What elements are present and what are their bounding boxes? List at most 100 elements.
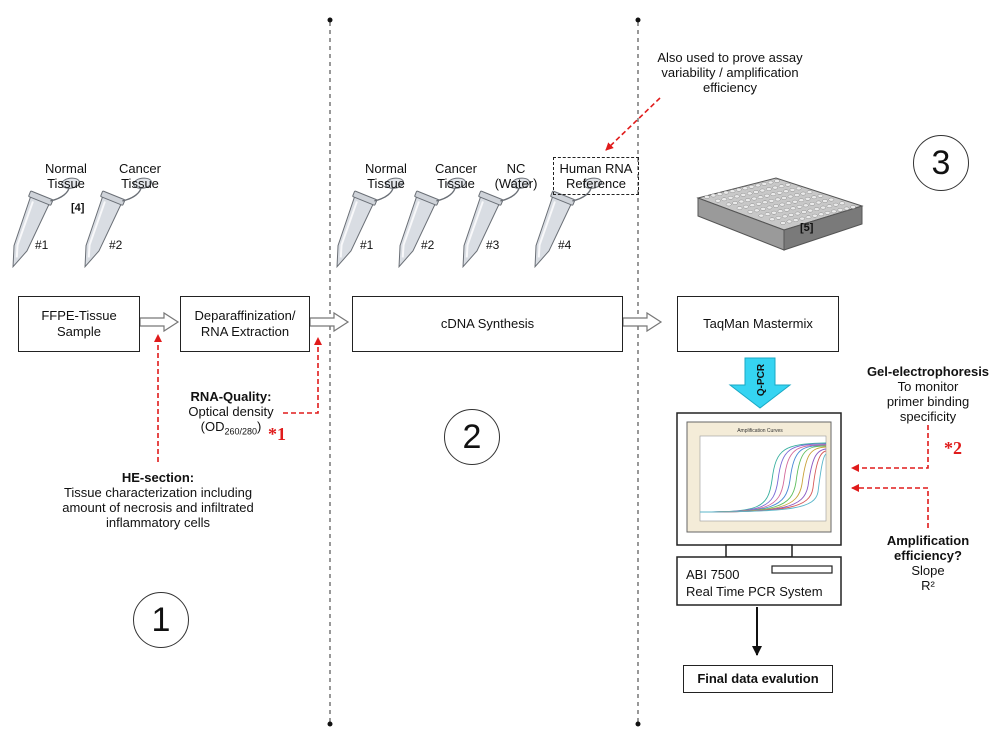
plate-well — [802, 203, 809, 208]
plate-well — [804, 196, 811, 201]
plate-well — [716, 192, 723, 196]
plate-well — [826, 204, 833, 209]
plate-well — [740, 193, 747, 197]
ref-tag-4: [4] — [71, 202, 85, 214]
gel-arrow — [851, 425, 929, 472]
plate-well — [769, 217, 775, 222]
plate-well — [805, 215, 812, 220]
arrow-extract-to-cdna — [309, 311, 350, 333]
plate-well — [785, 182, 791, 187]
plate-well — [746, 191, 753, 196]
plate-well — [817, 194, 824, 198]
plate-well — [788, 213, 795, 217]
plate-well — [824, 210, 831, 215]
plate-well — [794, 211, 801, 216]
instrument-label: ABI 7500 Real Time PCR System — [686, 567, 823, 599]
plate-well — [732, 201, 738, 205]
plate-well — [806, 190, 813, 194]
tube1-number: #1 — [35, 238, 49, 252]
plate-well — [778, 184, 785, 189]
s2-tube-1-icon — [336, 177, 404, 269]
plate-well — [723, 190, 729, 195]
plate-well — [811, 213, 818, 218]
plate-well — [753, 208, 760, 213]
plate-well — [749, 203, 756, 208]
cdna-synthesis-box: cDNA Synthesis — [352, 296, 623, 352]
plate-well — [715, 198, 721, 203]
section-dividers — [327, 17, 641, 727]
amplification-efficiency-note: Amplification efficiency? Slope R² — [886, 533, 970, 593]
plate-well — [798, 198, 805, 203]
plate-well — [800, 191, 807, 196]
plate-well — [807, 208, 814, 213]
plate-well — [843, 206, 850, 211]
plate-well — [820, 205, 826, 210]
monitor-stand — [725, 544, 793, 558]
plate-well — [747, 210, 754, 214]
phase-2-marker: 2 — [444, 409, 500, 465]
plate-well — [761, 182, 768, 186]
ref-tag-5: [5] — [800, 222, 814, 234]
reference-note: Also used to prove assay variability / a… — [657, 50, 803, 95]
plate-well — [736, 206, 743, 210]
taqman-mastermix-box: TaqMan Mastermix — [677, 296, 839, 352]
plate-well — [793, 193, 800, 197]
qpcr-label: Q-PCR — [756, 363, 767, 396]
plate-well — [738, 199, 745, 204]
plate-well — [727, 195, 734, 200]
plate-well — [762, 200, 768, 205]
plot-area — [699, 435, 827, 522]
plate-well — [770, 192, 777, 197]
s2-tube1-number: #1 — [360, 238, 374, 252]
s2-tube-2-icon — [398, 177, 466, 269]
plate-well — [779, 202, 786, 207]
plate-well — [764, 212, 771, 216]
plate-well — [764, 193, 770, 198]
instrument-slot — [771, 565, 833, 574]
final-data-box: Final data evalution — [683, 665, 833, 693]
plate-well — [721, 197, 728, 202]
pcr-instrument: Amplification Curves — [676, 412, 842, 656]
plate-well — [831, 209, 837, 214]
s2-tube3-label: NC(Water) — [494, 161, 538, 191]
plate-well — [776, 190, 783, 195]
plate-well — [766, 205, 773, 210]
plate-well — [758, 213, 765, 218]
s2-tube-3-icon — [462, 177, 530, 269]
plate-well — [748, 184, 755, 189]
plate-well — [782, 214, 788, 219]
plate-well — [760, 207, 767, 211]
plate-well — [729, 189, 736, 194]
plate-well — [777, 209, 784, 214]
plate-well — [822, 199, 828, 203]
plate-well — [710, 193, 717, 198]
tube-2-icon — [84, 177, 152, 269]
plate-well — [783, 207, 790, 212]
s2-tube2-number: #2 — [421, 238, 435, 252]
plate-well — [765, 187, 772, 191]
plate-well — [789, 188, 796, 192]
amp-arrow — [851, 484, 929, 528]
plate-well — [811, 195, 817, 200]
s2-tube-4-icon — [534, 177, 602, 269]
tube-1-icon — [12, 177, 80, 269]
plate-well — [795, 186, 802, 191]
plate-well — [734, 194, 740, 199]
plate-well — [753, 190, 759, 194]
plate-well — [785, 201, 792, 205]
plate-well — [796, 204, 803, 209]
plate-well — [850, 205, 856, 209]
plate-well — [742, 186, 749, 191]
plate-well — [818, 212, 825, 217]
plate-well — [774, 197, 781, 202]
phase-3-marker: 3 — [913, 135, 969, 191]
plate-well — [744, 198, 751, 202]
plate-well — [828, 197, 835, 202]
plate-well — [783, 189, 789, 194]
arrow-cdna-to-mastermix — [622, 311, 663, 333]
